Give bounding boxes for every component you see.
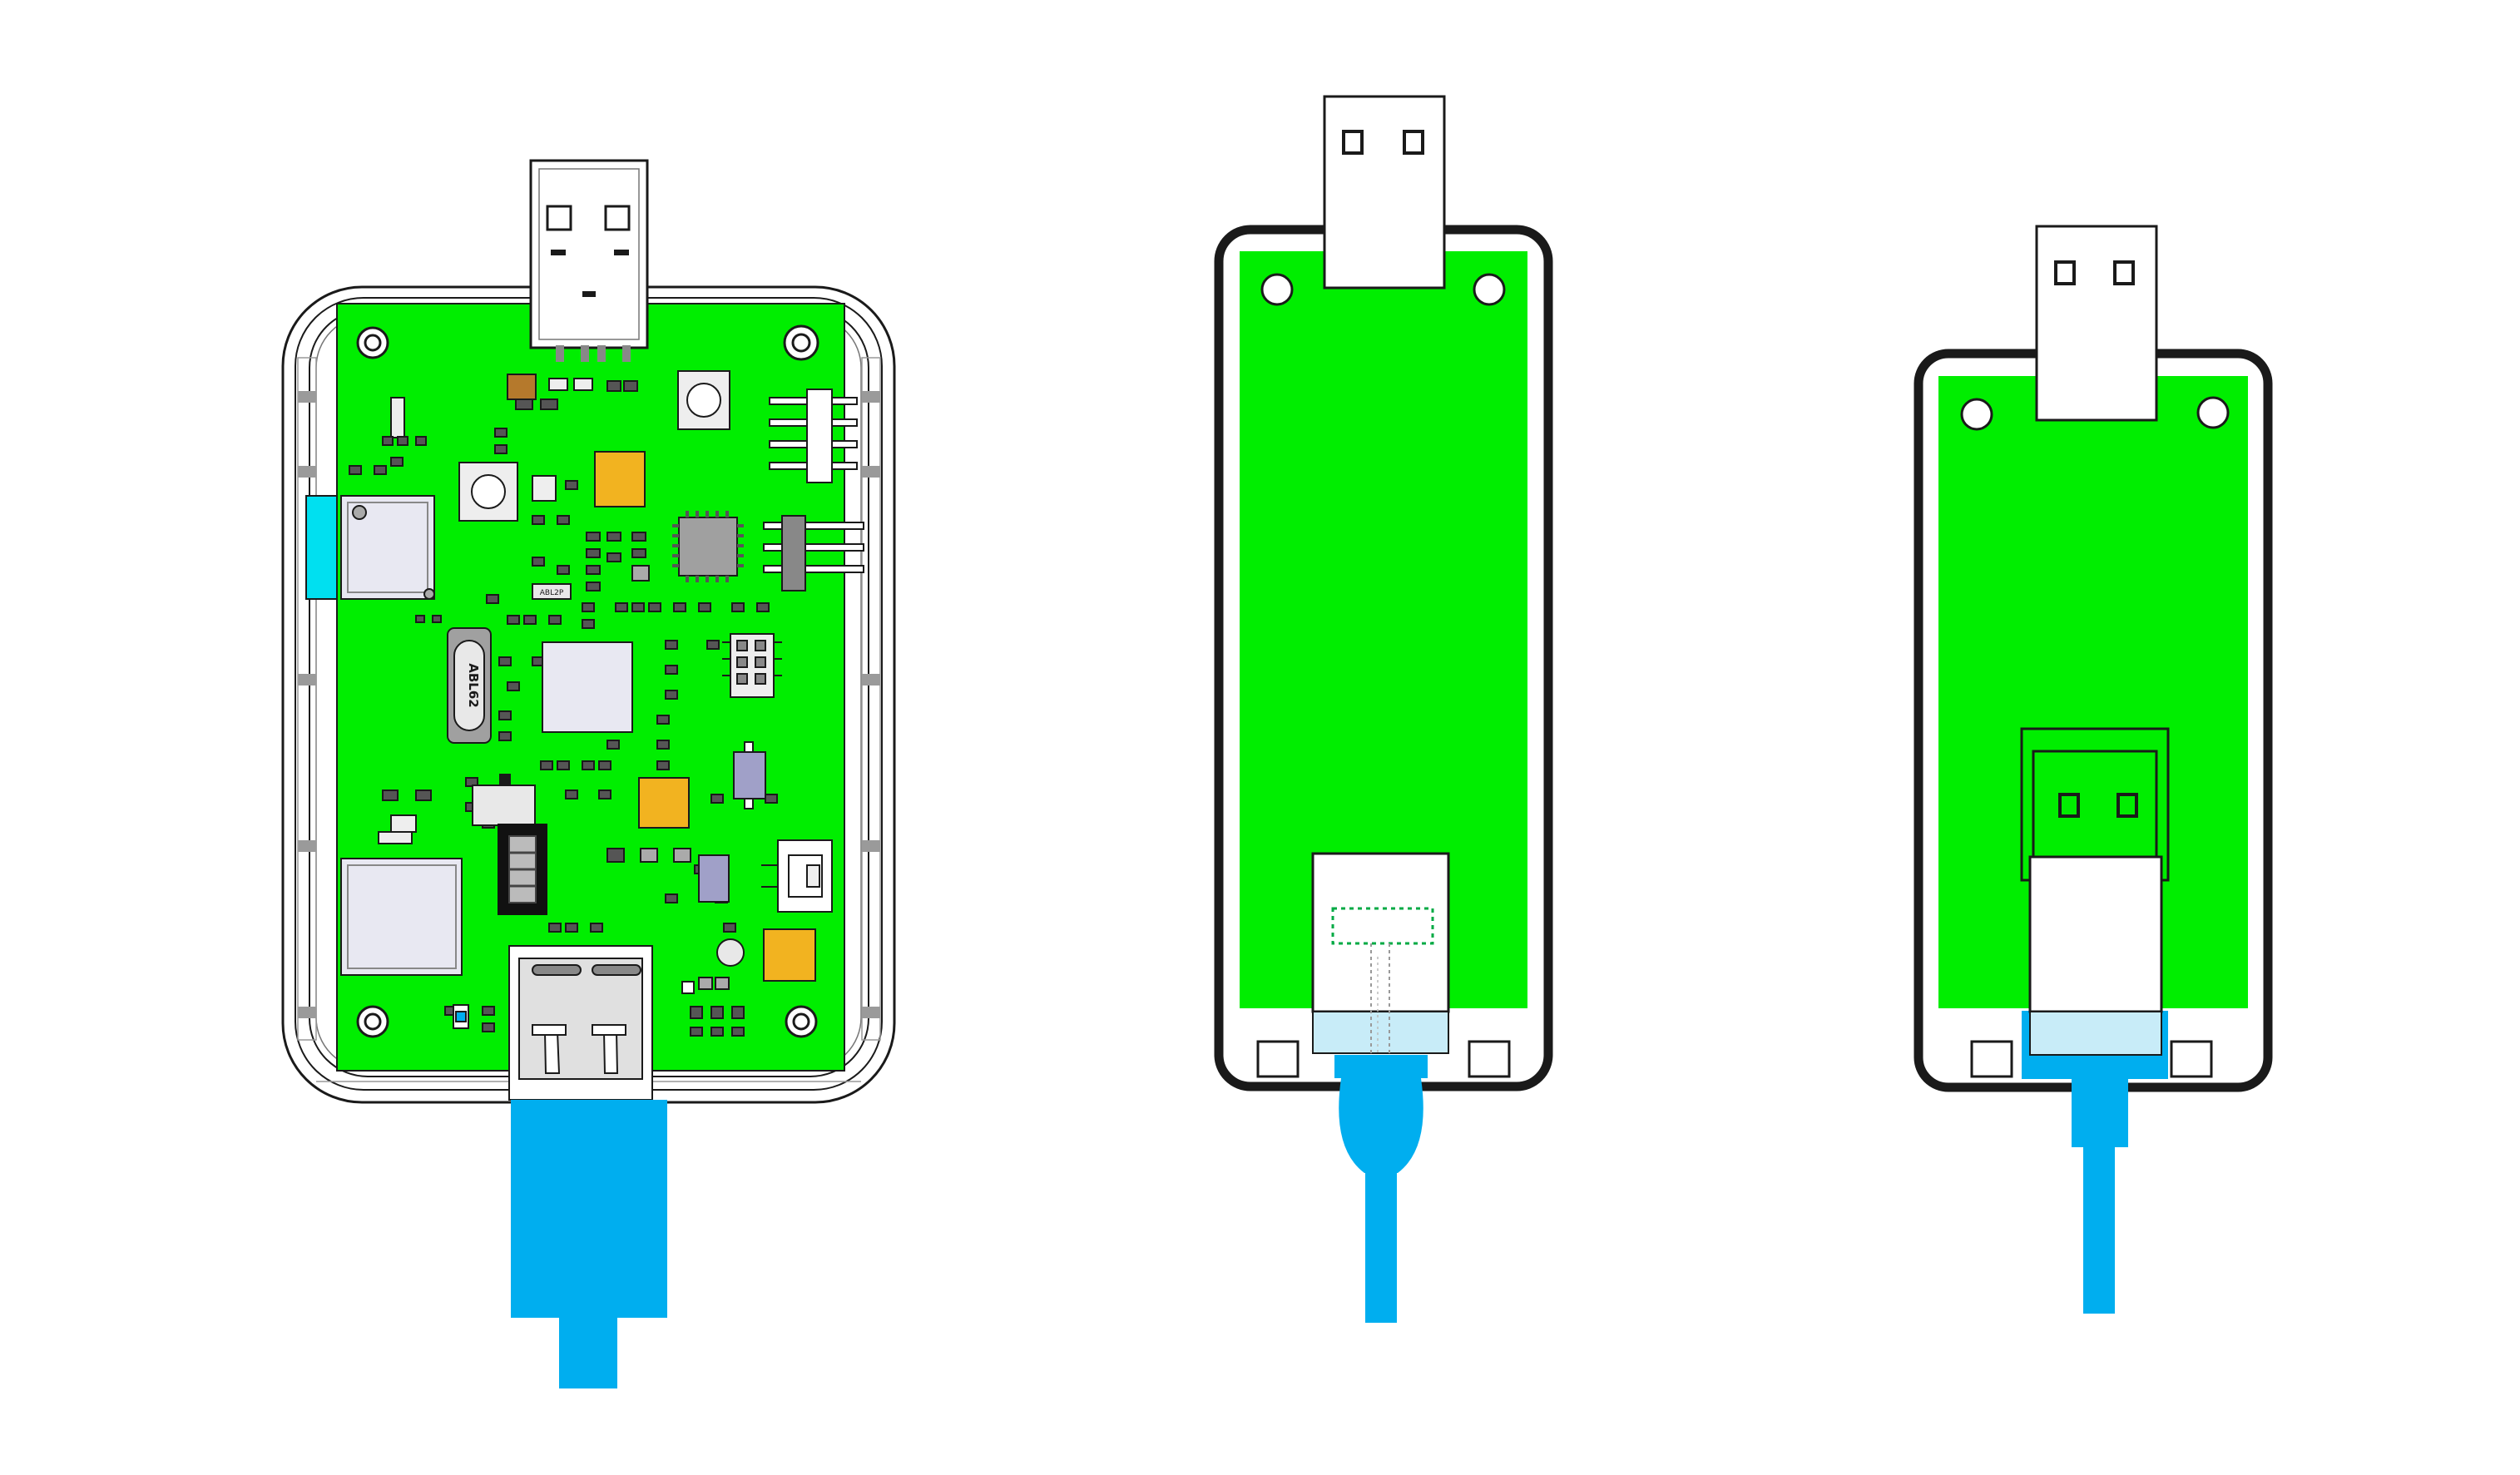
- slide-switch: [472, 774, 547, 915]
- small-chip-label: ABL2P: [540, 589, 564, 597]
- mounting-hole-icon: [1473, 273, 1506, 306]
- case-tab: [1468, 1040, 1511, 1078]
- usb-a-plug-icon: [1323, 95, 1446, 290]
- cable-icon: [1334, 1055, 1428, 1323]
- mounting-hole-icon: [1960, 398, 1993, 431]
- crystal-label: ABL62: [466, 663, 481, 707]
- side-connector: [1311, 852, 1450, 1058]
- mcu-chip: [672, 511, 744, 582]
- usb-a-plug-icon: [529, 159, 649, 362]
- side-window: [305, 495, 340, 600]
- mounting-hole-icon: [356, 324, 819, 1038]
- detailed-pcb-view: ABL62 ABL2P: [281, 159, 896, 1388]
- case-tab: [1256, 1040, 1300, 1078]
- jst-connector: [761, 839, 833, 913]
- crystal: ABL62: [447, 627, 492, 744]
- mounting-hole-icon: [1260, 273, 1294, 306]
- tactile-switch: [458, 370, 730, 522]
- led-indicators: [453, 938, 745, 1029]
- sot-chip-2: [698, 854, 730, 903]
- smd-components: [349, 374, 778, 1037]
- small-chip: ABL2P: [532, 583, 572, 600]
- simplified-pcb-side-connector: [1214, 95, 1553, 1323]
- soic-chip: [722, 633, 782, 698]
- mounting-hole-icon: [2196, 396, 2230, 429]
- main-ic: [542, 641, 633, 733]
- header-pins: [763, 389, 864, 591]
- cable-icon: [2072, 1079, 2128, 1314]
- sensor-module: [340, 858, 463, 976]
- orange-pads: [594, 451, 816, 982]
- usb-a-plug-icon: [2035, 225, 2158, 422]
- usb-cable-plug: [2022, 855, 2168, 1079]
- bottom-usb-receptacle: [508, 945, 653, 1101]
- sot-chip: [733, 741, 766, 809]
- case-tab: [2170, 1040, 2213, 1078]
- simplified-pcb-inserted-connector: [1914, 225, 2273, 1314]
- cable-icon: [511, 1100, 667, 1388]
- case-tab: [1970, 1040, 2013, 1078]
- enclosure-side-marks: [298, 391, 880, 1018]
- antenna-module: [340, 495, 435, 600]
